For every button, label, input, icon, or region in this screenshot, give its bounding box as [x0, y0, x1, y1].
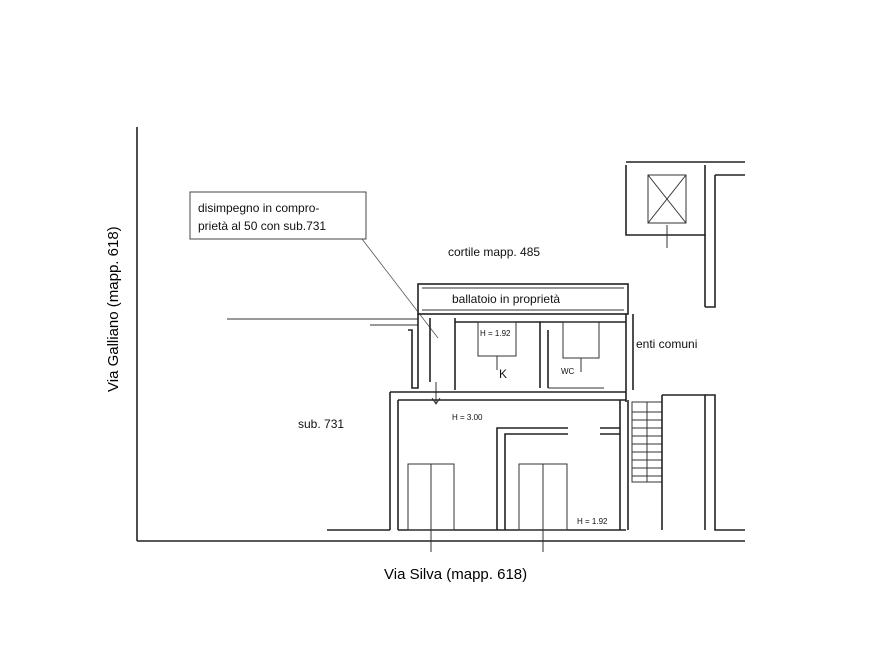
- common-areas-label: enti comuni: [636, 337, 697, 351]
- wc-room: WC: [540, 321, 626, 389]
- wc-label: WC: [561, 367, 575, 376]
- kitchen-label: K: [499, 367, 507, 381]
- lift-shaft: [625, 161, 745, 308]
- height-label-1: H = 1.92: [480, 329, 511, 338]
- neighbor-unit-label: sub. 731: [298, 417, 344, 431]
- height-label-3: H = 1.92: [577, 517, 608, 526]
- balcony: ballatoio in proprietà: [417, 283, 629, 315]
- approach-line: [227, 318, 418, 326]
- note-callout: disimpegno in compro- prietà al 50 con s…: [189, 191, 439, 339]
- kitchen-room: H = 1.92 K: [455, 321, 541, 388]
- balcony-label: ballatoio in proprietà: [452, 292, 560, 306]
- disimpegno-corridor: [408, 314, 456, 405]
- room-doors: H = 1.92: [407, 463, 608, 552]
- street-label-left: Via Galliano (mapp. 618): [105, 226, 122, 392]
- staircase: [631, 394, 745, 531]
- height-label-2: H = 3.00: [452, 413, 483, 422]
- note-line-1: disimpegno in compro-: [198, 201, 319, 215]
- note-line-2: prietà al 50 con sub.731: [198, 219, 326, 233]
- courtyard-label: cortile mapp. 485: [448, 245, 540, 259]
- main-unit-walls: H = 3.00: [327, 314, 634, 531]
- boundary-lines: [136, 127, 745, 542]
- street-label-bottom: Via Silva (mapp. 618): [384, 566, 527, 583]
